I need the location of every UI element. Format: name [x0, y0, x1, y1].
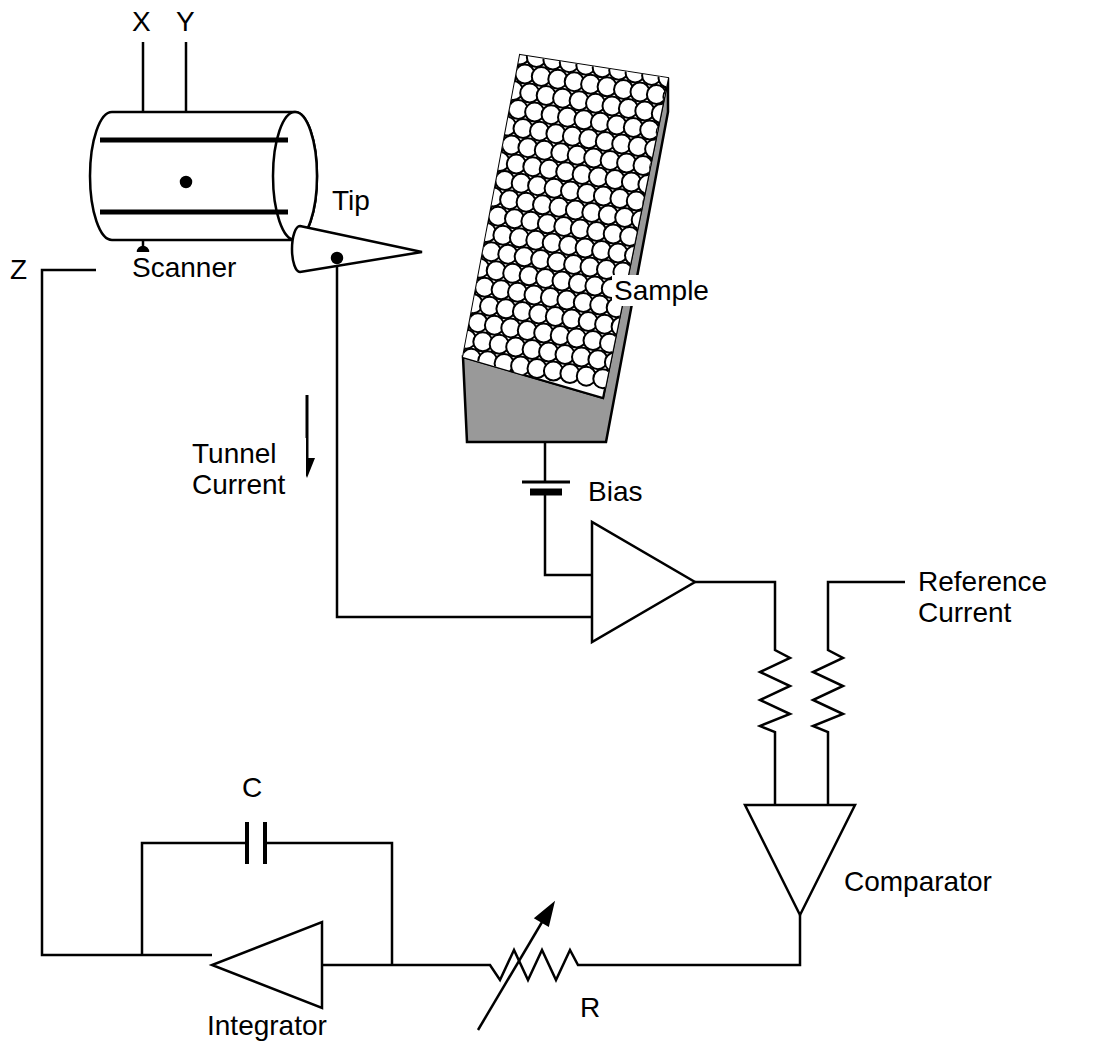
- atom: [625, 246, 644, 265]
- variable-resistor-symbol: [478, 904, 590, 1030]
- atom: [645, 140, 664, 159]
- atom: [593, 369, 612, 388]
- integrator-symbol: [212, 922, 322, 1008]
- resistor-symbol: [760, 640, 790, 738]
- signal-name: Reference Current: [916, 566, 1100, 629]
- atom: [638, 175, 657, 194]
- atom: [626, 63, 645, 82]
- component-name: R: [578, 992, 602, 1023]
- component-name: C: [240, 772, 264, 803]
- atom: [632, 211, 651, 230]
- atom: [652, 104, 671, 123]
- part-name: Bias: [586, 476, 644, 507]
- atom: [560, 53, 579, 72]
- amplifier-symbol: [592, 522, 695, 642]
- scanner-electrode-label: Z: [8, 254, 29, 285]
- atom: [616, 336, 635, 355]
- scanner-tube: [90, 112, 317, 257]
- atom: [609, 61, 628, 80]
- atom: [657, 123, 676, 142]
- atom: [576, 56, 595, 75]
- capacitor-symbol: [247, 822, 265, 864]
- tip-cone: [292, 226, 422, 272]
- part-name: Sample: [612, 275, 711, 306]
- atom: [643, 194, 662, 213]
- atom: [650, 159, 669, 178]
- part-name: Scanner: [130, 252, 238, 283]
- part-name: Comparator: [842, 866, 994, 897]
- atom: [511, 46, 530, 65]
- atom: [637, 230, 656, 249]
- atom: [600, 334, 619, 353]
- atom: [610, 372, 629, 391]
- battery-symbol: [522, 482, 570, 492]
- atom: [659, 69, 678, 88]
- sample-lattice: [457, 46, 683, 443]
- atom: [543, 51, 562, 70]
- part-name: Tip: [330, 185, 372, 216]
- comparator-symbol: [745, 805, 855, 915]
- atom: [612, 317, 631, 336]
- atom: [642, 66, 661, 85]
- signal-name: Tunnel Current: [190, 438, 306, 501]
- scanner-electrode-label: Y: [174, 6, 197, 37]
- atom: [527, 48, 546, 67]
- atom: [605, 353, 624, 372]
- atom: [620, 227, 639, 246]
- atom: [663, 88, 682, 107]
- resistor-symbol: [813, 640, 843, 738]
- wires: [42, 42, 905, 965]
- scanner-electrode-label: X: [130, 6, 153, 37]
- atom: [593, 58, 612, 77]
- part-name: Integrator: [205, 1010, 329, 1041]
